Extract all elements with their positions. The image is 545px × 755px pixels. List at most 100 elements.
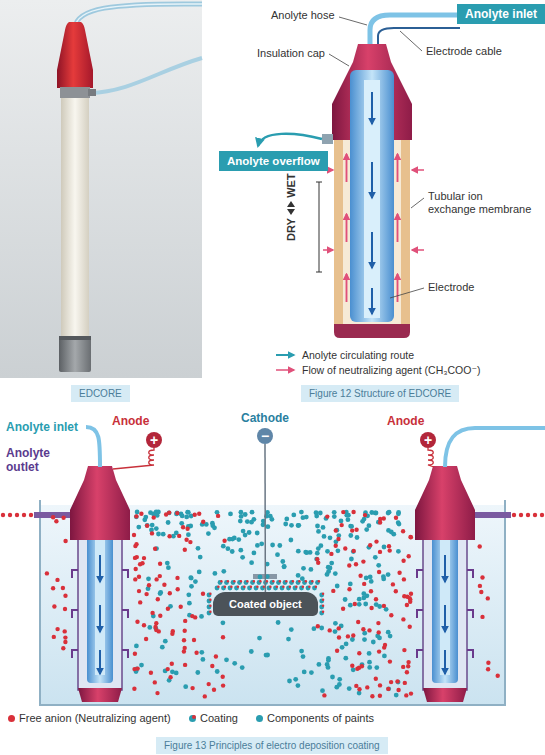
anion-dot bbox=[389, 613, 393, 617]
anion-dot bbox=[406, 660, 410, 664]
anion-dot bbox=[201, 520, 205, 524]
edcore-cutaway-part bbox=[397, 154, 399, 182]
coating-dot bbox=[298, 580, 300, 582]
paint-dot bbox=[351, 667, 356, 672]
anion-dot bbox=[401, 559, 405, 563]
anion-dot bbox=[63, 594, 67, 598]
paint-dot bbox=[228, 512, 233, 517]
paint-dot bbox=[299, 649, 304, 654]
paint-dot bbox=[325, 549, 330, 554]
paint-dot bbox=[386, 511, 391, 516]
paint-dot bbox=[291, 513, 296, 518]
coating-dot bbox=[254, 586, 259, 591]
legend-text: Anolyte circulating route bbox=[302, 349, 414, 362]
anion-dot bbox=[408, 597, 412, 601]
edcore-cutaway-part bbox=[364, 80, 380, 318]
paint-dot bbox=[289, 538, 294, 543]
paint-dot bbox=[344, 642, 349, 647]
paint-dot bbox=[346, 517, 351, 522]
anion-dot bbox=[526, 513, 530, 517]
paint-dot bbox=[189, 584, 194, 589]
coating-dot bbox=[315, 586, 317, 588]
coating-dot bbox=[302, 586, 304, 588]
paint-dot bbox=[350, 637, 355, 642]
anion-dot bbox=[152, 515, 156, 519]
paint-dot bbox=[142, 517, 147, 522]
paint-dot bbox=[330, 675, 335, 680]
anion-dot bbox=[63, 539, 67, 543]
anion-dot bbox=[185, 527, 189, 531]
anion-dot bbox=[63, 607, 67, 611]
paint-dot bbox=[240, 555, 245, 560]
anion-dot bbox=[212, 688, 216, 692]
paint-dot bbox=[396, 520, 401, 525]
coating-dot bbox=[259, 580, 261, 582]
paint-dot bbox=[249, 520, 254, 525]
anion-dot bbox=[376, 621, 380, 625]
paint-dot bbox=[368, 575, 373, 580]
paint-dot bbox=[221, 569, 226, 574]
anion-dot bbox=[341, 510, 345, 514]
anion-dot bbox=[363, 513, 367, 517]
anion-dot bbox=[221, 675, 225, 679]
coating-tank-part bbox=[86, 427, 100, 467]
zone-label: WET bbox=[285, 173, 298, 197]
edcore-photo-part bbox=[60, 87, 90, 98]
anion-dot bbox=[353, 602, 357, 606]
paint-dot bbox=[343, 597, 348, 602]
anion-dot bbox=[478, 584, 482, 588]
anion-dot bbox=[167, 534, 171, 538]
paint-dot bbox=[198, 555, 203, 560]
anion-dot bbox=[166, 667, 170, 671]
anion-dot bbox=[405, 670, 409, 674]
coating-tank-part bbox=[428, 448, 434, 467]
edcore-photo-part bbox=[75, 4, 202, 28]
anion-dot bbox=[134, 514, 138, 518]
anion-dot bbox=[132, 667, 136, 671]
coating-dot bbox=[282, 586, 284, 588]
coating-dot bbox=[279, 580, 281, 582]
legend-text: Flow of neutralizing agent (CH₃COO⁻) bbox=[302, 364, 480, 377]
paint-dot bbox=[245, 519, 250, 524]
anion-dot bbox=[63, 635, 67, 639]
anion-dot bbox=[377, 570, 381, 574]
anion-dot bbox=[63, 640, 67, 644]
anion-dot bbox=[54, 519, 58, 523]
coating-dot bbox=[250, 580, 255, 585]
anion-dot bbox=[334, 528, 338, 532]
anion-dot bbox=[533, 513, 537, 517]
coating-tank-part bbox=[445, 428, 545, 467]
anion-dot bbox=[337, 626, 341, 630]
paint-dot bbox=[325, 572, 330, 577]
anion-dot bbox=[149, 671, 153, 675]
anion-dot bbox=[144, 592, 148, 596]
anion-dot bbox=[357, 687, 361, 691]
edcore-cutaway-part bbox=[258, 134, 322, 146]
anion-dot bbox=[1, 513, 5, 517]
paint-dot bbox=[315, 551, 320, 556]
figure-caption-text: EDCORE bbox=[79, 387, 122, 400]
paint-dot bbox=[333, 571, 338, 576]
anion-dot bbox=[378, 694, 382, 698]
paint-dot bbox=[364, 527, 369, 532]
coating-dot bbox=[312, 586, 317, 591]
edcore-photo-part bbox=[57, 22, 93, 88]
overflow-box-text: Anolyte overflow bbox=[227, 154, 320, 168]
edcore-cutaway-part bbox=[322, 134, 333, 144]
legend-text: Coating bbox=[200, 712, 238, 725]
anion-dot bbox=[335, 649, 339, 653]
coating-dot bbox=[315, 580, 320, 585]
paint-dot bbox=[199, 650, 204, 655]
edcore-cutaway-part bbox=[287, 201, 295, 207]
paint-dot bbox=[332, 510, 337, 515]
coating-dot bbox=[309, 580, 314, 585]
anion-dot bbox=[158, 574, 162, 578]
edcore-cutaway-part bbox=[401, 140, 410, 326]
paint-dot bbox=[184, 515, 189, 520]
coating-dot bbox=[230, 586, 232, 588]
coating-dot bbox=[318, 580, 320, 582]
paint-dot bbox=[240, 665, 245, 670]
coating-dot bbox=[246, 580, 248, 582]
paint-dot bbox=[252, 551, 257, 556]
